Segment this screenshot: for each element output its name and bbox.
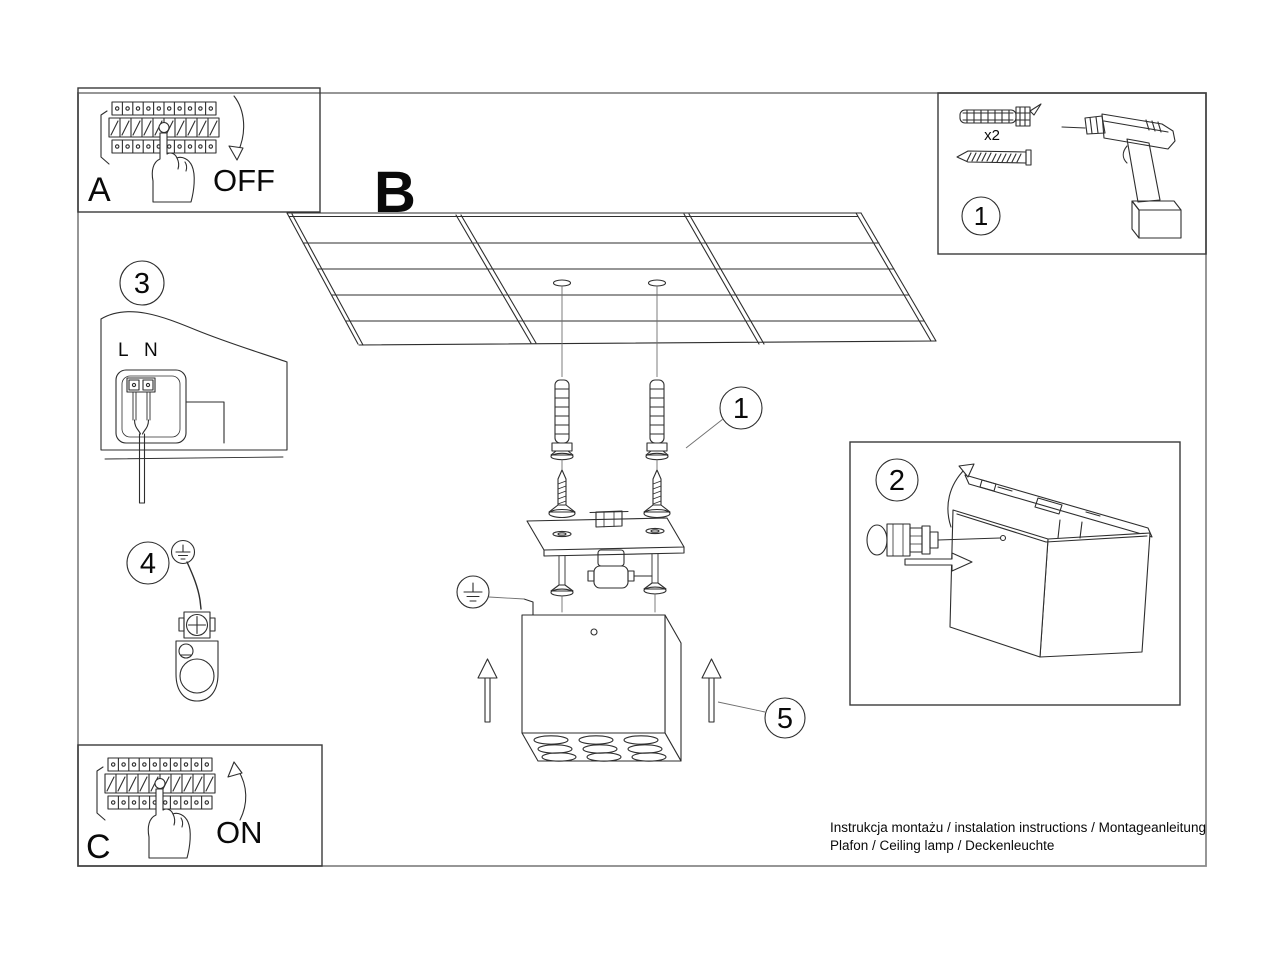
screw-under-plate-right <box>643 553 667 613</box>
insert-arrow-icon <box>904 552 973 572</box>
mounting-screw-right <box>643 469 671 519</box>
lamp-bottom-holes <box>533 735 667 762</box>
on-label: ON <box>216 815 263 850</box>
step-2-number: 2 <box>889 465 905 497</box>
push-up-arrow-right <box>701 658 722 723</box>
open-housing-illustration <box>947 463 1153 658</box>
circuit-breaker-icon <box>100 101 220 203</box>
step-3-number: 3 <box>134 268 150 300</box>
lamp-housing-illustration <box>521 598 682 762</box>
mounting-screw-left <box>548 469 576 519</box>
ground-symbol-icon <box>170 539 196 565</box>
page-frame <box>77 92 1207 867</box>
panel-power-off: OFF A <box>77 87 321 213</box>
wall-plug-icon <box>959 103 1042 127</box>
arrow-up-icon <box>237 769 247 821</box>
ground-wire <box>523 598 534 616</box>
panel-power-on: ON C <box>77 744 323 867</box>
quantity-label: x2 <box>984 127 1000 144</box>
front-hole <box>590 628 598 636</box>
center-gland-icon <box>587 549 653 589</box>
mounting-bracket-illustration <box>526 510 685 613</box>
leader-line-step5 <box>717 701 766 713</box>
section-b-label: B <box>374 160 416 225</box>
wall-anchor-left <box>550 379 574 470</box>
step-3-badge <box>119 260 165 306</box>
live-label: L <box>118 340 129 361</box>
wall-anchor-right <box>645 379 669 470</box>
ground-terminal-illustration <box>175 561 219 702</box>
step-2-badge <box>875 458 919 502</box>
step-1-badge <box>961 196 1001 236</box>
circuit-breaker-icon <box>96 757 216 859</box>
footer: Instrukcja montażu / instalation instruc… <box>830 820 1206 853</box>
cable-gland-icon <box>866 523 1007 557</box>
off-label: OFF <box>213 163 275 198</box>
screw-icon <box>956 149 1032 166</box>
step-4-number: 4 <box>140 548 156 580</box>
rotate-open-arrow-icon <box>947 468 966 528</box>
junction-box-illustration <box>100 311 288 504</box>
panel-tools: x2 1 <box>937 92 1207 255</box>
step-1-number-mid: 1 <box>733 393 749 425</box>
arrow-up-head-icon <box>227 761 243 778</box>
arrow-down-head-icon <box>228 145 244 161</box>
panel-c-label: C <box>86 828 111 866</box>
cable-clamp-icon <box>589 510 629 528</box>
ceiling-panels-illustration <box>286 212 937 346</box>
drill-icon <box>1061 113 1182 239</box>
push-up-arrow-left <box>477 658 498 723</box>
drill-hole-right <box>647 279 667 287</box>
ground-symbol-icon-lamp <box>456 575 525 609</box>
step-1-number: 1 <box>974 201 988 231</box>
step-5-number: 5 <box>777 703 793 735</box>
section-wiring: 3 L N <box>100 260 288 504</box>
arrow-down-icon <box>233 95 245 153</box>
section-ceiling: B <box>286 160 937 377</box>
panel-open-housing: 2 <box>849 441 1181 706</box>
footer-line-2: Plafon / Ceiling lamp / Deckenleuchte <box>830 838 1054 853</box>
step-5-badge <box>764 697 806 739</box>
neutral-label: N <box>144 340 158 361</box>
assembly-illustration: 1 <box>456 379 806 762</box>
leader-line-step1 <box>685 418 724 449</box>
rotate-open-arrow-head <box>958 463 975 478</box>
drill-hole-left <box>552 279 572 287</box>
screw-under-plate-left <box>550 555 574 613</box>
footer-line-1: Instrukcja montażu / instalation instruc… <box>830 820 1206 835</box>
step-1-badge-mid <box>719 386 763 430</box>
step-4-badge <box>126 541 170 585</box>
section-grounding: 4 <box>126 539 219 702</box>
panel-a-label: A <box>88 171 111 209</box>
